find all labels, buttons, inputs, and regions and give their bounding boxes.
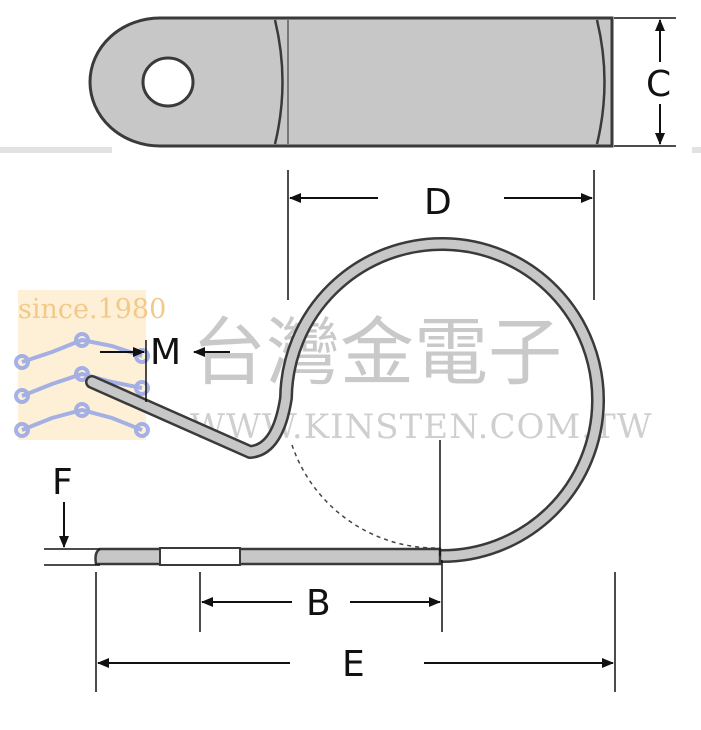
- dimension-d: D: [287, 170, 595, 300]
- side-view-clamp: [85, 237, 605, 566]
- top-view-strap: [88, 16, 614, 148]
- label-c: C: [646, 64, 671, 105]
- label-f: F: [52, 462, 73, 503]
- label-b: B: [306, 583, 331, 624]
- dimension-m: M: [100, 332, 230, 402]
- dimension-c: C: [614, 17, 676, 147]
- strap-hole-section: [159, 547, 241, 566]
- watermark-company-name: 台灣金電子: [192, 310, 562, 396]
- label-d: D: [424, 182, 452, 223]
- label-e: E: [342, 644, 365, 685]
- watermark-logo: since.1980: [14, 290, 166, 440]
- label-m: M: [150, 332, 181, 373]
- dimension-f: F: [44, 462, 100, 566]
- mounting-hole: [141, 56, 195, 108]
- watermark-website: WWW.KINSTEN.COM.TW: [190, 407, 653, 447]
- dimension-b: B: [199, 560, 443, 632]
- watermark-since-text: since.1980: [18, 294, 166, 325]
- logo-circuit-icon: [14, 332, 150, 438]
- dimension-e: E: [95, 572, 616, 692]
